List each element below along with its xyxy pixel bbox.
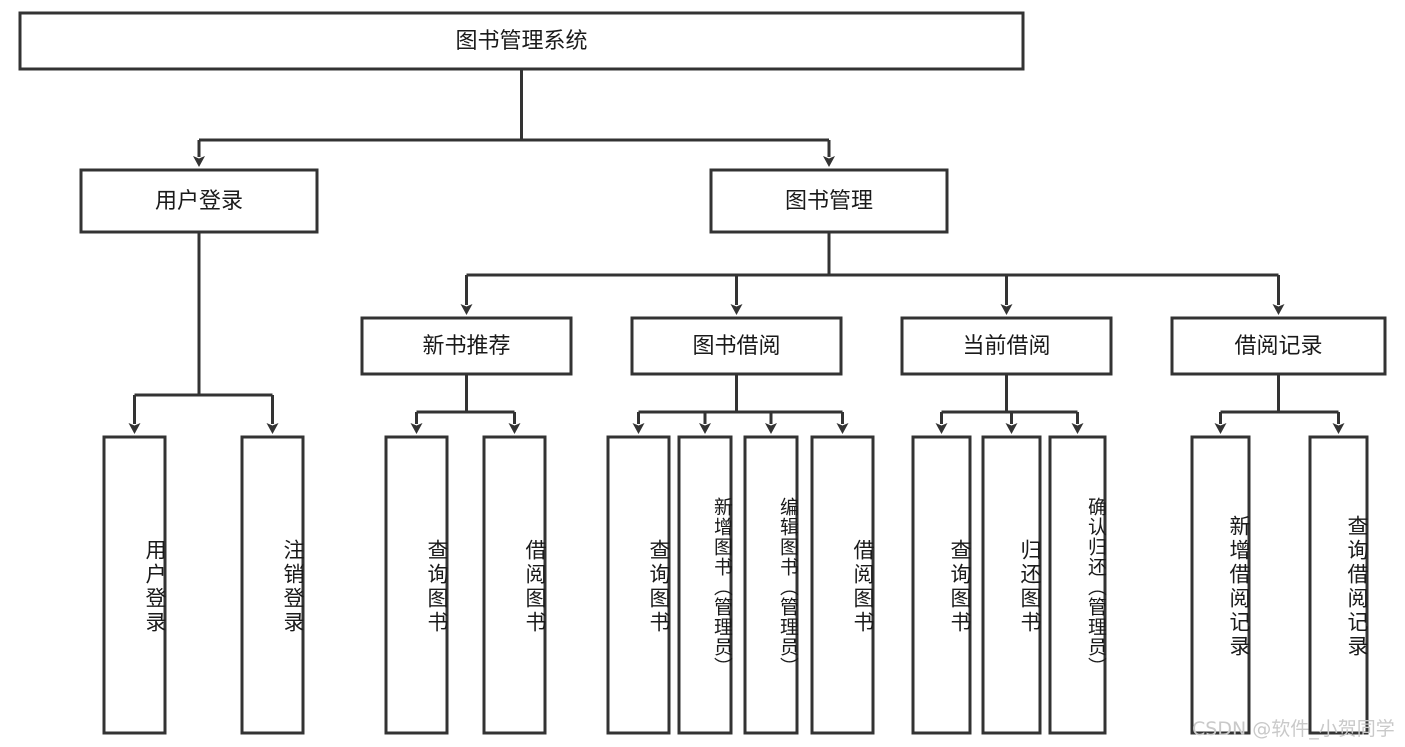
node-box-leaf-borrow-book-1[interactable]: [482, 435, 547, 735]
node-box-book-manage[interactable]: [709, 168, 949, 234]
watermark-text: CSDN @软件_小贺同学: [1192, 718, 1395, 740]
node-box-borrow-record[interactable]: [1170, 316, 1387, 376]
node-box-leaf-edit-book[interactable]: [743, 435, 799, 735]
node-box-user-login[interactable]: [79, 168, 319, 234]
node-box-leaf-user-logout[interactable]: [240, 435, 305, 735]
node-box-leaf-confirm-return[interactable]: [1048, 435, 1107, 735]
node-box-leaf-query-book-3[interactable]: [911, 435, 972, 735]
node-label-new-book-recommend: 新书推荐: [422, 334, 510, 359]
node-box-leaf-query-book-2[interactable]: [606, 435, 671, 735]
node-box-new-book-recommend[interactable]: [360, 316, 573, 376]
node-box-leaf-query-book-1[interactable]: [384, 435, 449, 735]
connectors-layer: [128, 69, 1345, 434]
node-box-book-borrow[interactable]: [630, 316, 843, 376]
node-box-leaf-return-book[interactable]: [981, 435, 1042, 735]
node-label-book-borrow: 图书借阅: [692, 334, 780, 359]
node-box-current-borrow[interactable]: [900, 316, 1113, 376]
node-box-leaf-borrow-book-2[interactable]: [810, 435, 875, 735]
node-label-user-login: 用户登录: [155, 189, 243, 214]
node-box-leaf-query-record[interactable]: [1308, 435, 1369, 735]
node-label-root: 图书管理系统: [455, 29, 587, 54]
node-label-current-borrow: 当前借阅: [962, 334, 1050, 359]
node-box-root[interactable]: [18, 11, 1025, 71]
node-box-leaf-user-login[interactable]: [102, 435, 167, 735]
node-label-book-manage: 图书管理: [785, 189, 873, 214]
node-label-borrow-record: 借阅记录: [1234, 334, 1322, 359]
node-box-leaf-add-book[interactable]: [677, 435, 733, 735]
node-box-leaf-add-record[interactable]: [1190, 435, 1251, 735]
